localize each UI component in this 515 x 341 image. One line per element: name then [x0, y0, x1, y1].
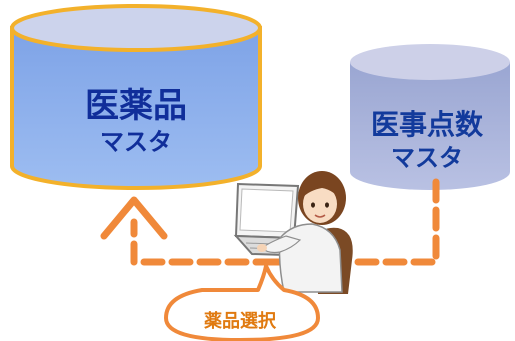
woman-user-icon	[257, 171, 353, 294]
drug-master-cylinder	[10, 4, 262, 190]
procedure-master-cylinder	[350, 44, 510, 190]
procedure-master-label: 医事点数 マスタ	[348, 108, 506, 172]
drug-master-subtitle: マスタ	[100, 128, 172, 157]
drug-master-label: 医薬品 マスタ	[30, 86, 242, 157]
drug-master-title: 医薬品	[85, 86, 187, 126]
procedure-master-title: 医事点数	[370, 108, 483, 141]
action-bubble	[164, 264, 320, 341]
procedure-master-subtitle: マスタ	[391, 143, 463, 172]
action-bubble-label: 薬品選択	[204, 311, 276, 332]
